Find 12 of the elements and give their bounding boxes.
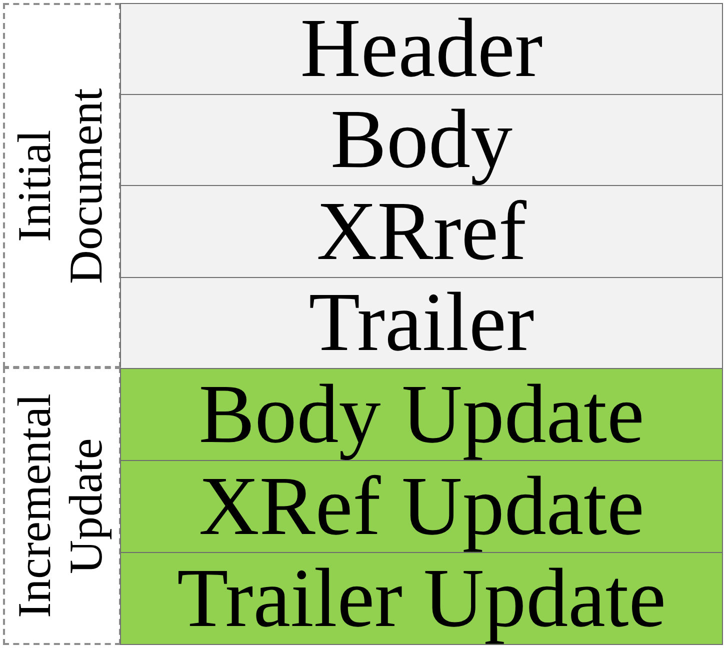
- section-block: [120, 277, 723, 369]
- section-name: Header: [300, 7, 543, 91]
- section-block: [120, 368, 723, 461]
- section-block: [120, 3, 723, 95]
- group-label: Initial Document: [10, 86, 114, 286]
- section-name: XRref: [316, 190, 526, 274]
- section-block: [120, 185, 723, 278]
- section-block: [120, 94, 723, 186]
- section-block: [120, 460, 723, 553]
- group-label: Incremental Update: [10, 392, 114, 620]
- section-name: Trailer: [308, 281, 534, 365]
- section-block: [120, 552, 723, 645]
